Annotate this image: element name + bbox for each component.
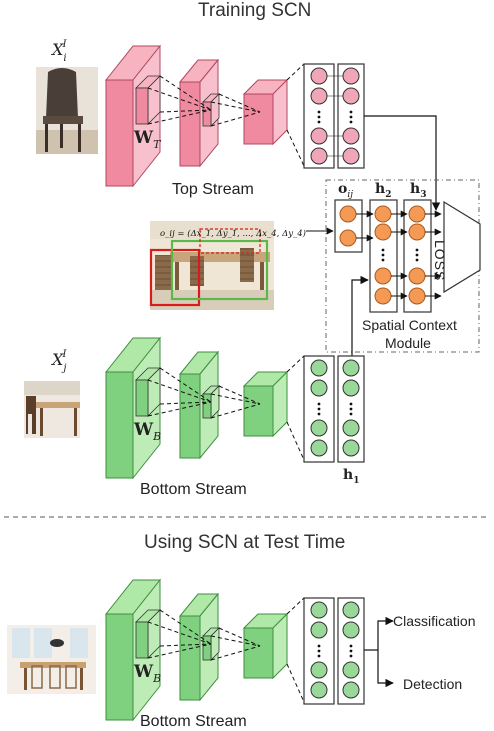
top-stream-label: Top Stream	[172, 181, 254, 198]
training-title: Training SCN	[198, 0, 312, 21]
output-arrows	[364, 616, 394, 688]
bottom-stream-network	[104, 336, 365, 480]
bottom-stream-label: Bottom Stream	[140, 481, 247, 498]
x-i-label: XiI	[52, 39, 67, 64]
loss-label: LOSS	[432, 240, 448, 282]
h3-label: h3	[410, 181, 427, 200]
w-b-label: WB	[134, 420, 162, 443]
dining-room-photo-icon	[149, 221, 274, 310]
offset-formula: o_ij = (Δx_1, Δy_1, ..., Δx_4, Δy_4)	[160, 228, 306, 239]
h1-label: h1	[343, 467, 360, 486]
loss-block	[443, 200, 481, 294]
testing-title: Using SCN at Test Time	[144, 532, 346, 553]
module-label: Module	[385, 335, 431, 351]
table-photo-icon	[24, 381, 80, 438]
room-photo-icon	[7, 625, 96, 694]
classification-label: Classification	[393, 613, 476, 629]
spatial-context-label: Spatial Context	[362, 317, 457, 333]
w-t-label: WT	[134, 128, 161, 151]
spatial-context-module-box	[325, 179, 480, 353]
detection-label: Detection	[403, 676, 463, 692]
top-stream-network	[104, 44, 365, 188]
chair-photo-icon	[36, 67, 98, 154]
top-to-loss-arrow	[364, 115, 441, 211]
w-b-test-label: WB	[134, 662, 162, 685]
bottom-stream-test-label: Bottom Stream	[140, 713, 247, 730]
h2-label: h2	[375, 181, 392, 200]
x-j-label: XjI	[52, 349, 67, 374]
spatial-context-module	[334, 199, 481, 313]
o-ij-label: oij	[338, 181, 354, 200]
test-bottom-stream-network	[104, 578, 365, 722]
